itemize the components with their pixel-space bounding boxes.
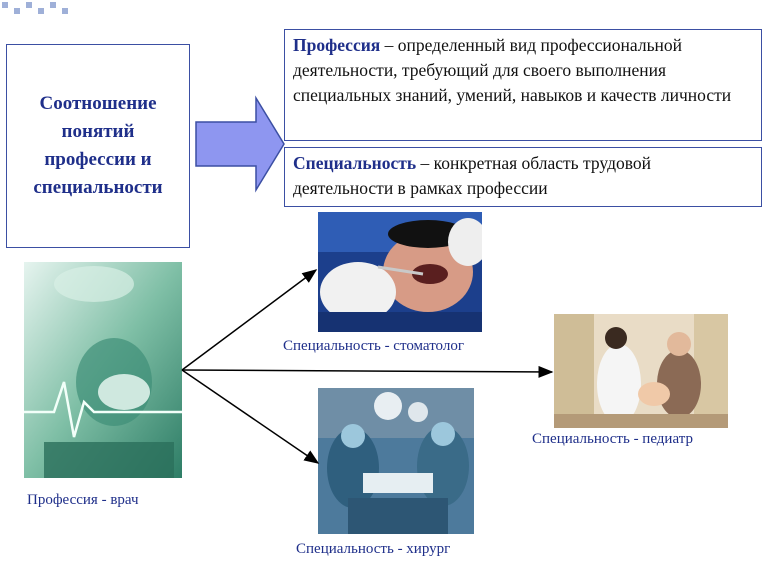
dentist-photo (318, 212, 482, 332)
specialty-text: – конкретная область трудовой деятельнос… (293, 153, 651, 198)
pediatrician-photo (554, 314, 728, 428)
specialty-term: Специальность (293, 153, 417, 173)
corner-decoration (0, 0, 80, 22)
surgeon-caption: Специальность - хирург (296, 541, 451, 557)
doctor-photo (24, 262, 182, 478)
profession-definition: Профессия – определенный вид профессиона… (284, 29, 762, 141)
pediatrician-caption: Специальность - педиатр (532, 431, 693, 447)
doctor-caption: Профессия - врач (27, 492, 139, 508)
specialty-definition: Специальность – конкретная область трудо… (284, 147, 762, 207)
surgeon-photo (318, 388, 474, 534)
profession-term: Профессия (293, 35, 381, 55)
slide-title: Соотношение понятий профессии и специаль… (33, 93, 163, 198)
title-box: Соотношение понятий профессии и специаль… (6, 44, 190, 248)
dentist-caption: Специальность - стоматолог (283, 338, 464, 354)
profession-text: – определенный вид профессиональной деят… (293, 35, 732, 105)
